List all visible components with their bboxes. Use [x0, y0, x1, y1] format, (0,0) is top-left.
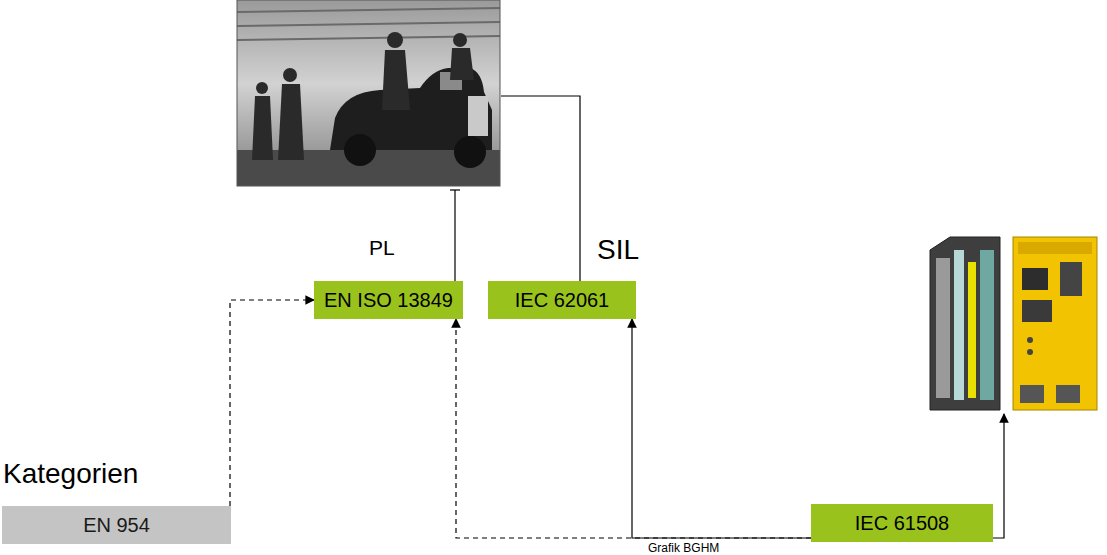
standard-box: IEC 62061 [488, 281, 636, 319]
legacy-standard-box: EN 954 [2, 506, 231, 544]
pl-wire [454, 190, 455, 281]
relay-display [1022, 268, 1048, 290]
photo-car-wheel [344, 134, 376, 166]
dashed-connector [230, 300, 314, 506]
source-note: Grafik BGHM [648, 541, 719, 555]
plc-module-cover [980, 250, 994, 400]
pl-wire-end [450, 189, 460, 190]
sil-wire [501, 96, 580, 281]
photo-workers [252, 32, 474, 160]
connector-arrow [632, 319, 811, 538]
standard-box: IEC 61508 [811, 504, 993, 542]
relay-body [1013, 237, 1097, 410]
box-label: IEC 61508 [855, 511, 950, 535]
relay-display [1022, 300, 1052, 322]
factory-photo [237, 0, 500, 186]
photo-frame [237, 0, 500, 186]
plc-module-terminals [936, 258, 950, 398]
safety-relay-device [1013, 237, 1097, 410]
plc-module-strip [954, 250, 964, 400]
plc-module-body [930, 237, 1000, 410]
dashed-connector [456, 319, 811, 538]
relay-bottom-terminals [1056, 385, 1080, 403]
category-label: Kategorien [3, 458, 138, 490]
device-arrow [993, 414, 1004, 538]
relay-led [1027, 337, 1033, 343]
relay-top-terminals [1018, 242, 1092, 254]
safety-plc-module [930, 237, 1000, 410]
level-label: PL [369, 236, 395, 260]
box-label: EN 954 [83, 513, 150, 537]
photo-car-grille [468, 96, 488, 136]
relay-connector [1060, 262, 1082, 296]
box-label: IEC 62061 [515, 288, 610, 312]
plc-module-safety-strip [968, 262, 976, 398]
photo-ground [237, 0, 500, 186]
standard-box: EN ISO 13849 [314, 281, 463, 319]
relay-bottom-terminals [1020, 385, 1044, 403]
photo-car-wheel [454, 136, 486, 168]
relay-led [1027, 349, 1033, 355]
level-label: SIL [597, 234, 639, 266]
box-label: EN ISO 13849 [324, 288, 453, 312]
